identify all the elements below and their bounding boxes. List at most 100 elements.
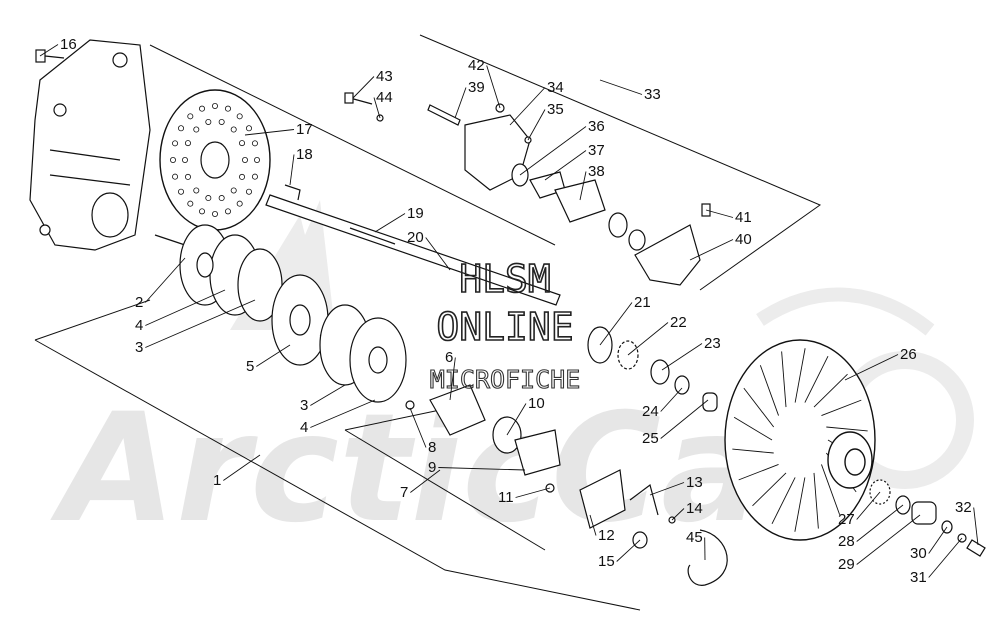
disc-vent-hole — [224, 208, 231, 215]
group-7-edge-bottom — [344, 429, 546, 551]
watermark: HLSM ONLINE MICROFICHE — [429, 256, 581, 394]
group-outlines — [34, 34, 822, 611]
callout-14: 14 — [686, 500, 703, 517]
callout-27: 27 — [838, 511, 855, 528]
engine-bolt-hole — [39, 224, 51, 236]
engine-case — [29, 39, 151, 251]
housing-plate-6 — [429, 384, 486, 436]
disc-vent-hole — [218, 118, 225, 125]
callout-30: 30 — [910, 545, 927, 562]
callout-22: 22 — [670, 314, 687, 331]
group-1-edge-top — [149, 44, 556, 246]
disc-vent-hole — [181, 156, 188, 163]
leader-line-c10 — [506, 403, 527, 436]
disc-vent-hole — [184, 173, 191, 180]
callout-10: 10 — [528, 395, 545, 412]
bolt-shank — [44, 55, 65, 59]
clutch-hardware — [869, 479, 986, 557]
leader-line-c18 — [289, 154, 295, 186]
leader-line-c17 — [244, 129, 295, 136]
leader-line-c4a — [145, 289, 226, 326]
disc-vent-hole — [241, 156, 248, 163]
bolt-43 — [349, 97, 373, 105]
disc-vent-hole — [251, 173, 258, 180]
leader-line-c6 — [449, 357, 456, 401]
clutch-fin — [771, 477, 796, 525]
group-1-edge-left — [34, 299, 151, 341]
leader-line-c4b — [310, 399, 376, 428]
callout-25: 25 — [642, 430, 659, 447]
disc-vent-hole — [205, 118, 212, 125]
disc-vent-hole — [184, 140, 191, 147]
leader-line-c3a — [145, 299, 256, 348]
drive-sprocket-set-right — [319, 304, 407, 403]
bearing-housing-parts — [405, 384, 728, 586]
disc-vent-hole — [178, 188, 185, 195]
clutch-fin — [821, 464, 841, 515]
disc-vent-hole — [199, 208, 206, 215]
caliper-half-40 — [634, 224, 701, 286]
clutch-fin — [813, 472, 819, 529]
ring-36b — [628, 229, 646, 251]
bushing-29 — [911, 501, 937, 525]
leader-line-c40 — [689, 239, 734, 261]
callout-20: 20 — [407, 229, 424, 246]
callout-42: 42 — [468, 57, 485, 74]
leader-line-c37 — [544, 150, 587, 181]
logo-motorcycle-shape — [756, 287, 935, 336]
leader-line-c34 — [509, 87, 546, 126]
driven-clutch-sheave — [724, 339, 876, 541]
brake-disc — [159, 89, 271, 231]
disc-vent-hole — [245, 188, 252, 195]
callout-39: 39 — [468, 79, 485, 96]
sprocket-hub-right — [368, 346, 388, 374]
callout-15: 15 — [598, 553, 615, 570]
callout-1: 1 — [213, 472, 221, 489]
leader-line-c20 — [425, 237, 451, 271]
watermark-line-3: MICROFICHE — [430, 365, 581, 394]
leader-line-c13 — [649, 482, 685, 496]
callout-24: 24 — [642, 403, 659, 420]
callout-45: 45 — [686, 529, 703, 546]
driven-clutch — [724, 339, 876, 541]
piston-seal — [608, 212, 628, 238]
disc-vent-hole — [205, 195, 212, 202]
pad-38 — [554, 179, 606, 223]
leader-line-c7 — [410, 469, 441, 493]
leader-line-c9 — [438, 467, 526, 471]
disc-vent-hole — [199, 105, 206, 112]
idler-wheel-hub — [289, 304, 311, 336]
clutch-fin — [821, 399, 862, 416]
disc-vent-hole — [193, 126, 200, 133]
callout-38: 38 — [588, 163, 605, 180]
disc-vent-hole — [187, 200, 194, 207]
engine-output-flange — [91, 192, 129, 238]
part-callouts: 1 2 3 3 4 4 5 6 7 8 9 10 11 12 13 14 15 … — [60, 36, 972, 586]
callout-40: 40 — [735, 231, 752, 248]
callout-44: 44 — [376, 89, 393, 106]
callout-12: 12 — [598, 527, 615, 544]
engine-bolt-hole — [53, 103, 67, 117]
disc-vent-hole — [230, 126, 237, 133]
callout-29: 29 — [838, 556, 855, 573]
leader-line-c36 — [519, 126, 587, 176]
sensor-13 — [629, 483, 659, 516]
disc-vent-hole — [239, 140, 246, 147]
engine-bolt-hole — [112, 52, 128, 68]
callout-2: 2 — [135, 294, 143, 311]
leader-line-c19 — [374, 213, 406, 233]
bolt-32 — [966, 539, 986, 557]
leader-line-c39 — [454, 87, 467, 119]
callout-35: 35 — [547, 101, 564, 118]
disc-vent-hole — [218, 195, 225, 202]
callout-28: 28 — [838, 533, 855, 550]
leader-line-c42 — [486, 65, 501, 109]
callout-3: 3 — [135, 339, 143, 356]
disc-vent-hole — [211, 103, 218, 110]
leader-line-c16 — [39, 44, 59, 57]
callout-21: 21 — [634, 294, 651, 311]
callout-11: 11 — [498, 489, 514, 506]
leader-line-c2 — [145, 257, 186, 303]
disc-vent-hole — [253, 156, 260, 163]
